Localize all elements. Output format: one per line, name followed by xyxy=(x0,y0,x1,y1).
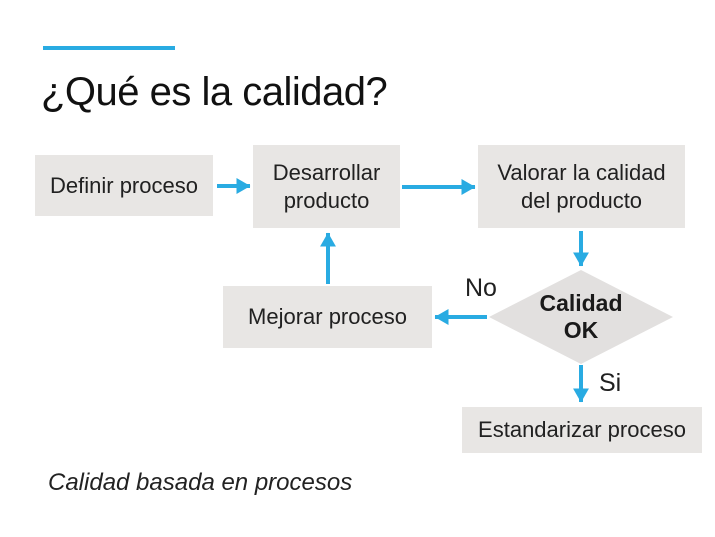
edge-label-no: No xyxy=(465,274,497,302)
node-mejorar-proceso: Mejorar proceso xyxy=(223,286,432,348)
accent-line xyxy=(43,46,175,50)
node-estandarizar-proceso: Estandarizar proceso xyxy=(462,407,702,453)
decision-calidad-ok-label: Calidad OK xyxy=(539,289,623,343)
footer-note: Calidad basada en procesos xyxy=(48,469,353,496)
edge-label-si: Si xyxy=(599,369,622,397)
page-title: ¿Qué es la calidad? xyxy=(41,70,388,114)
decision-calidad-ok: Calidad OK xyxy=(489,270,673,364)
node-definir-proceso: Definir proceso xyxy=(35,155,213,216)
node-estandarizar-proceso-label: Estandarizar proceso xyxy=(478,417,686,443)
node-desarrollar-producto: Desarrollar producto xyxy=(253,145,400,228)
node-valorar-calidad: Valorar la calidad del producto xyxy=(478,145,685,228)
node-mejorar-proceso-label: Mejorar proceso xyxy=(248,304,407,330)
node-desarrollar-producto-label: Desarrollar producto xyxy=(272,159,381,213)
node-valorar-calidad-label: Valorar la calidad del producto xyxy=(497,159,666,213)
node-definir-proceso-label: Definir proceso xyxy=(50,172,198,198)
